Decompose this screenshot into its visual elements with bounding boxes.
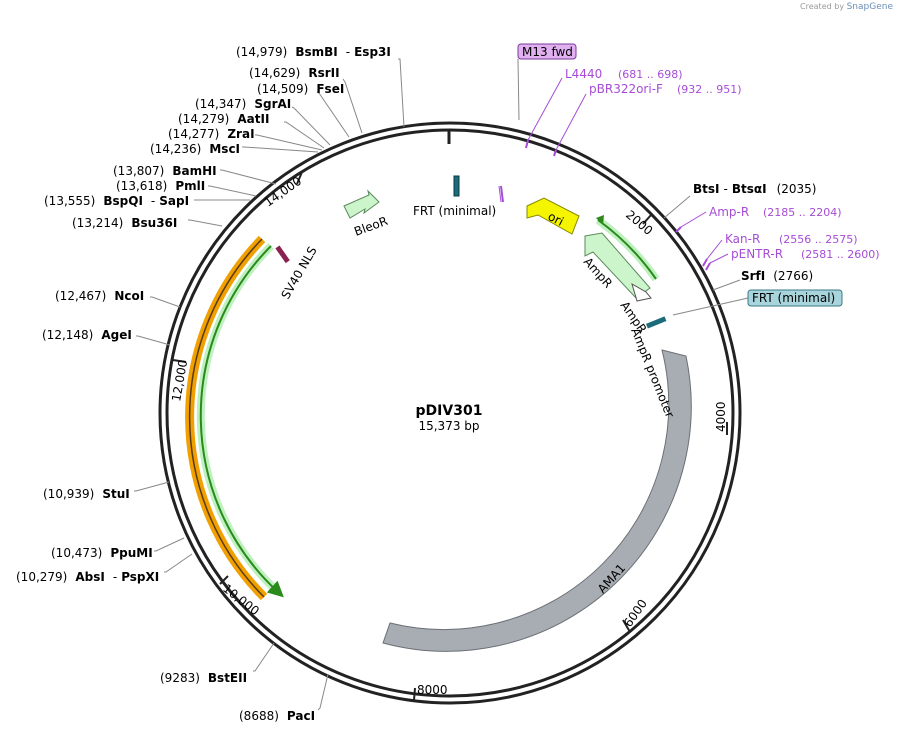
enzyme-BamHI[interactable]: (13,807)BamHI — [113, 164, 277, 185]
svg-text:(10,279)AbsI-PspXI: (10,279)AbsI-PspXI — [16, 570, 159, 584]
enzyme-BspQI-SapI[interactable]: (13,555)BspQI-SapI — [44, 194, 250, 208]
svg-text:(8688)PacI: (8688)PacI — [239, 709, 315, 723]
BleoR-label: BleoR — [352, 214, 389, 239]
svg-text:4000: 4000 — [714, 401, 728, 432]
svg-text:(2581 .. 2600): (2581 .. 2600) — [801, 248, 880, 261]
FRT-top-feature[interactable] — [453, 175, 460, 197]
enzyme-PacI[interactable]: (8688)PacI — [239, 673, 329, 723]
plasmid-name: pDIV301 — [416, 403, 483, 419]
BleoR-feature[interactable] — [343, 189, 380, 219]
primer-Kan-R[interactable]: Kan-R (2556 .. 2575) — [702, 232, 858, 267]
FRT-right-label: FRT (minimal) — [752, 291, 835, 305]
svg-text:M13 fwd: M13 fwd — [522, 45, 573, 59]
svg-text:(14,279)AatII: (14,279)AatII — [178, 112, 269, 126]
primer-M13-fwd[interactable]: M13 fwd — [498, 43, 577, 203]
svg-text:BtsI-BtsαI(2035): BtsI-BtsαI(2035) — [693, 182, 816, 196]
svg-text:Kan-R: Kan-R — [725, 232, 760, 246]
enzyme-PpuMI[interactable]: (10,473)PpuMI — [51, 537, 185, 560]
svg-text:pENTR-R: pENTR-R — [731, 247, 783, 261]
svg-text:(14,509)FseI: (14,509)FseI — [257, 82, 344, 96]
FRT-top-label: FRT (minimal) — [413, 204, 496, 218]
enzyme-BsmBI-Esp3I[interactable]: (14,979)BsmBI-Esp3I — [236, 45, 405, 128]
svg-text:14,000: 14,000 — [262, 174, 304, 210]
primer-pBR322ori-F[interactable]: pBR322ori-F (932 .. 951) — [553, 82, 742, 157]
enzyme-MscI[interactable]: (14,236)MscI — [150, 142, 319, 156]
enzyme-AbsI-PspXI[interactable]: (10,279)AbsI-PspXI — [16, 553, 193, 584]
FRT-right-feature[interactable] — [645, 316, 667, 329]
enzyme-RsrII[interactable]: (14,629)RsrII — [249, 66, 363, 134]
enzyme-SrfI[interactable]: SrfI(2766) — [712, 269, 813, 291]
svg-text:(2556 .. 2575): (2556 .. 2575) — [779, 233, 858, 246]
svg-text:SrfI(2766): SrfI(2766) — [741, 269, 813, 283]
watermark-prefix: Created by — [800, 2, 845, 11]
svg-text:(13,555)BspQI-SapI: (13,555)BspQI-SapI — [44, 194, 189, 208]
ori-feature[interactable] — [526, 197, 580, 235]
green-feature-arc-left[interactable] — [196, 243, 281, 595]
svg-text:(12,467)NcoI: (12,467)NcoI — [55, 289, 144, 303]
svg-text:8000: 8000 — [417, 683, 448, 697]
enzyme-AgeI[interactable]: (12,148)AgeI — [42, 328, 171, 346]
enzyme-BtsI-BtsaI[interactable]: BtsI-BtsαI(2035) — [663, 182, 816, 219]
svg-text:(13,214)Bsu36I: (13,214)Bsu36I — [72, 216, 177, 230]
scale-tick-4000: 4000 — [714, 401, 728, 435]
watermark-brand: SnapGene — [846, 2, 893, 12]
svg-text:(14,236)MscI: (14,236)MscI — [150, 142, 240, 156]
enzyme-ZraI[interactable]: (14,277)ZraI — [168, 127, 323, 151]
plasmid-length: 15,373 bp — [418, 419, 479, 433]
svg-text:(932 .. 951): (932 .. 951) — [677, 83, 742, 96]
svg-text:(2185 .. 2204): (2185 .. 2204) — [763, 206, 842, 219]
enzyme-BstEII[interactable]: (9283)BstEII — [160, 642, 275, 685]
svg-text:Amp-R: Amp-R — [709, 205, 749, 219]
primer-Amp-R[interactable]: Amp-R (2185 .. 2204) — [675, 205, 842, 233]
enzyme-SgrAI[interactable]: (14,347)SgrAI — [195, 97, 331, 146]
svg-text:(13,618)PmlI: (13,618)PmlI — [116, 179, 205, 193]
svg-text:(13,807)BamHI: (13,807)BamHI — [113, 164, 217, 178]
svg-text:(681 .. 698): (681 .. 698) — [618, 68, 683, 81]
SV40-label: SV40 NLS — [278, 244, 319, 301]
svg-text:(9283)BstEII: (9283)BstEII — [160, 671, 247, 685]
svg-text:(14,277)ZraI: (14,277)ZraI — [168, 127, 255, 141]
svg-text:6000: 6000 — [621, 597, 650, 630]
svg-text:pBR322ori-F: pBR322ori-F — [589, 82, 663, 96]
FRT-right-pointer — [672, 297, 749, 316]
svg-text:(10,939)StuI: (10,939)StuI — [43, 487, 130, 501]
svg-text:(12,148)AgeI: (12,148)AgeI — [42, 328, 132, 342]
enzyme-FseI[interactable]: (14,509)FseI — [257, 82, 350, 138]
ori-label: ori — [546, 209, 566, 229]
snapgene-watermark: Created by SnapGene — [800, 2, 893, 12]
orange-feature-arc-line — [188, 238, 265, 598]
FRT-right-box[interactable] — [747, 289, 843, 307]
primer-L4440[interactable]: L4440 (681 .. 698) — [525, 67, 683, 149]
svg-text:(14,979)BsmBI-Esp3I: (14,979)BsmBI-Esp3I — [236, 45, 391, 59]
svg-text:(14,629)RsrII: (14,629)RsrII — [249, 66, 340, 80]
svg-text:(14,347)SgrAI: (14,347)SgrAI — [195, 97, 291, 111]
svg-text:(10,473)PpuMI: (10,473)PpuMI — [51, 546, 153, 560]
AMA1-feature[interactable] — [382, 349, 692, 652]
green-arc-right-arrowhead — [596, 215, 604, 225]
green-feature-arc-left-line — [199, 245, 284, 598]
enzyme-StuI[interactable]: (10,939)StuI — [43, 481, 170, 501]
primer-pENTR-R[interactable]: pENTR-R (2581 .. 2600) — [705, 247, 880, 271]
svg-text:L4440: L4440 — [565, 67, 602, 81]
AmpR-promoter-feature[interactable] — [631, 282, 652, 302]
enzyme-PmlI[interactable]: (13,618)PmlI — [116, 179, 257, 197]
enzyme-Bsu36I[interactable]: (13,214)Bsu36I — [72, 216, 223, 230]
enzyme-AatII[interactable]: (14,279)AatII — [178, 112, 325, 149]
scale-tick-8000: 8000 — [413, 683, 448, 701]
enzyme-NcoI[interactable]: (12,467)NcoI — [55, 289, 181, 308]
SV40-feature[interactable] — [275, 245, 290, 264]
backbone-outer-ring — [158, 121, 742, 705]
